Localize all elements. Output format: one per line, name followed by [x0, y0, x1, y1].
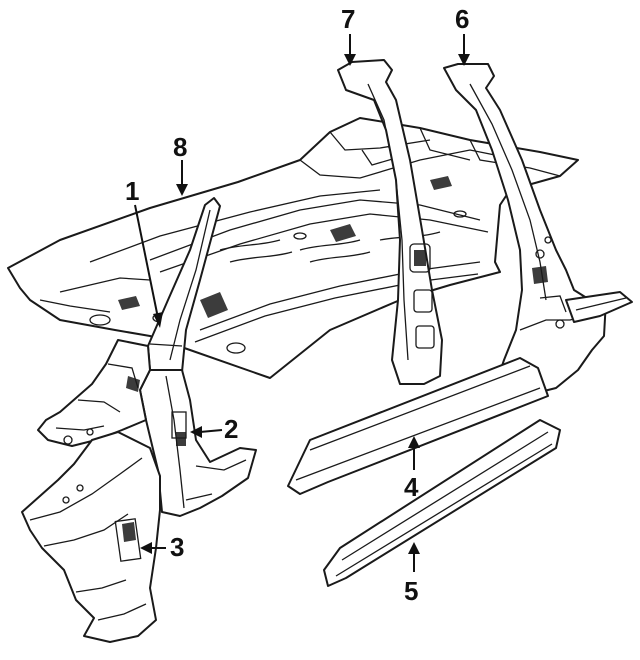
floor-pan-assembly	[7, 117, 579, 379]
quarter-pillar	[443, 63, 607, 397]
rear-floor-flange	[565, 291, 633, 323]
leader-lines	[134, 34, 470, 572]
callout-4: 4	[404, 472, 419, 502]
rocker-reinforcement	[323, 419, 561, 587]
rocker-panel-outer	[287, 357, 549, 495]
callout-5: 5	[404, 576, 418, 606]
wheelhouse-apron	[21, 431, 161, 643]
callout-1: 1	[125, 176, 139, 206]
callout-8: 8	[173, 132, 187, 162]
callout-6: 6	[455, 4, 469, 34]
callout-7: 7	[341, 4, 355, 34]
cowl-side-panel	[37, 339, 151, 447]
center-pillar	[337, 59, 443, 385]
hinge-pillar	[139, 369, 257, 517]
callout-2: 2	[224, 414, 238, 444]
callout-3: 3	[170, 532, 184, 562]
